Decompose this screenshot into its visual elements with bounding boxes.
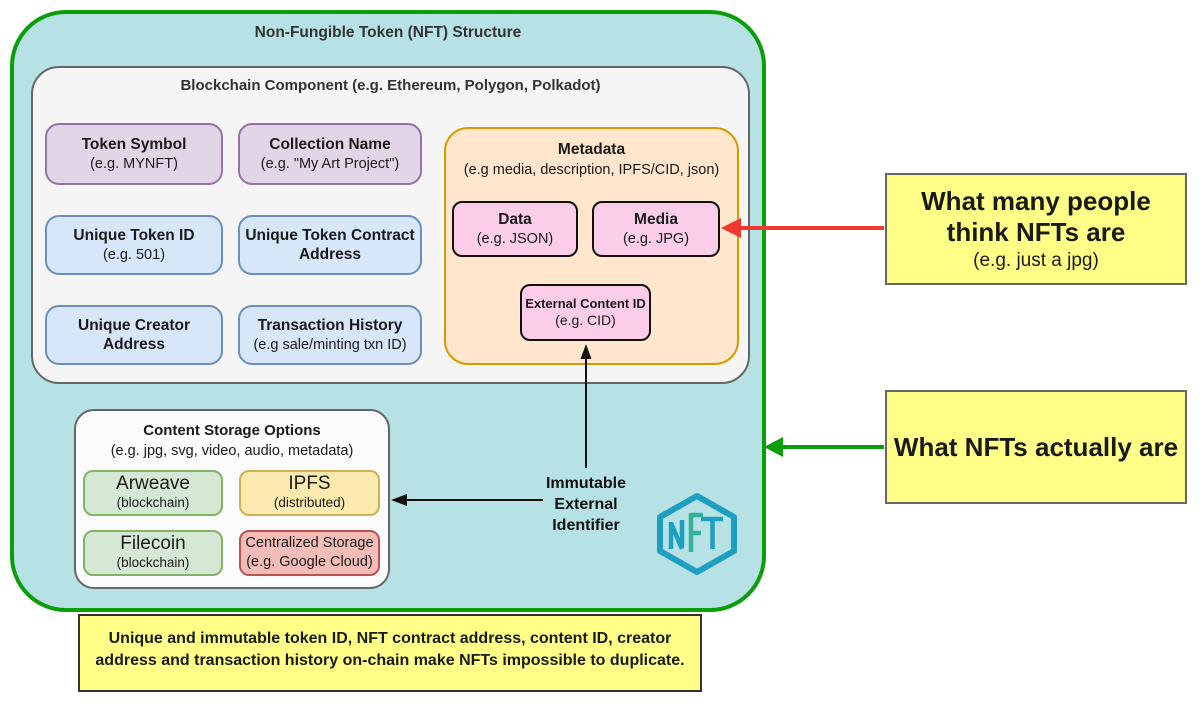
token-contract-address-box: Unique Token Contract Address [238,215,422,275]
token-symbol-box: Token Symbol (e.g. MYNFT) [45,123,223,185]
external-content-id-subtitle: (e.g. CID) [555,311,616,328]
metadata-title-block: Metadata (e.g media, description, IPFS/C… [444,140,739,180]
ipfs-subtitle: (distributed) [273,495,346,510]
collection-name-box: Collection Name (e.g. "My Art Project") [238,123,422,185]
centralized-storage-subtitle: (e.g. Google Cloud) [246,553,373,570]
collection-name-title: Collection Name [269,136,391,154]
filecoin-subtitle: (blockchain) [116,555,190,570]
what-people-think-note: What many people think NFTs are (e.g. ju… [885,173,1187,285]
what-nfts-actually-are-title: What NFTs actually are [893,431,1179,462]
centralized-storage-title: Centralized Storage [245,535,374,552]
metadata-media-subtitle: (e.g. JPG) [622,230,690,247]
green-arrow-to-container [764,437,884,457]
creator-address-box: Unique Creator Address [45,305,223,365]
centralized-storage-box: Centralized Storage (e.g. Google Cloud) [239,530,380,576]
what-people-think-subtitle: (e.g. just a jpg) [973,249,1099,271]
immutable-line: Immutable [545,475,626,492]
metadata-media-box: Media (e.g. JPG) [592,201,720,257]
token-symbol-subtitle: (e.g. MYNFT) [90,155,178,172]
what-nfts-actually-are-note: What NFTs actually are [885,390,1187,504]
what-people-think-title: What many people think NFTs are [921,186,1151,247]
transaction-history-title: Transaction History [257,317,403,335]
transaction-history-subtitle: (e.g sale/minting txn ID) [253,336,407,353]
immutable-external-identifier-label: Immutable External Identifier [506,473,666,536]
content-storage-title: Content Storage Options [143,422,321,439]
metadata-media-title: Media [634,211,678,229]
diagram-title: Non-Fungible Token (NFT) Structure [254,24,522,41]
filecoin-box: Filecoin (blockchain) [83,530,223,576]
token-contract-address-title: Unique Token Contract Address [245,226,415,263]
content-storage-title-block: Content Storage Options (e.g. jpg, svg, … [74,420,390,461]
metadata-subtitle: (e.g media, description, IPFS/CID, json) [463,161,720,178]
content-storage-subtitle: (e.g. jpg, svg, video, audio, metadata) [110,443,354,459]
metadata-data-title: Data [498,211,532,229]
metadata-data-subtitle: (e.g. JSON) [476,230,554,247]
metadata-title: Metadata [557,141,626,158]
metadata-data-box: Data (e.g. JSON) [452,201,578,257]
collection-name-subtitle: (e.g. "My Art Project") [260,155,400,172]
token-symbol-title: Token Symbol [81,136,187,154]
unique-token-id-box: Unique Token ID (e.g. 501) [45,215,223,275]
arweave-subtitle: (blockchain) [116,495,190,510]
bottom-note: Unique and immutable token ID, NFT contr… [78,614,702,692]
identifier-line: Identifier [552,517,620,535]
arweave-box: Arweave (blockchain) [83,470,223,516]
unique-token-id-title: Unique Token ID [73,227,195,245]
external-content-id-box: External Content ID (e.g. CID) [520,284,651,341]
external-content-id-title: External Content ID [525,295,646,311]
creator-address-title: Unique Creator Address [78,316,190,353]
ipfs-title: IPFS [288,473,331,495]
nft-logo-icon [657,493,737,575]
arweave-title: Arweave [116,473,190,495]
unique-token-id-subtitle: (e.g. 501) [102,246,166,263]
external-line: External [554,496,618,514]
transaction-history-box: Transaction History (e.g sale/minting tx… [238,305,422,365]
blockchain-component-title: Blockchain Component (e.g. Ethereum, Pol… [180,77,601,94]
ipfs-box: IPFS (distributed) [239,470,380,516]
filecoin-title: Filecoin [120,533,186,555]
